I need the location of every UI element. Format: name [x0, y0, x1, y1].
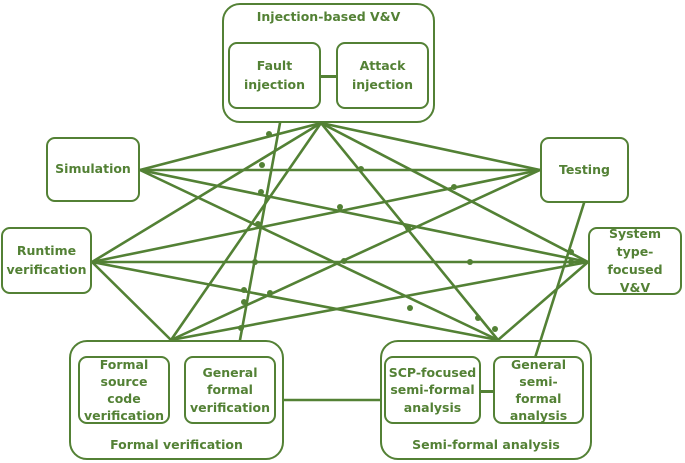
junction-dot	[467, 259, 473, 265]
junction-dot	[266, 131, 272, 137]
junction-dot	[259, 162, 265, 168]
junction-dot	[252, 259, 258, 265]
edge	[169, 260, 590, 342]
junction-dot	[358, 166, 364, 172]
junction-dot	[337, 204, 343, 210]
injection-based-vv-group	[222, 3, 435, 123]
formal-source-code-verification-node[interactable]: Formal source code verification	[78, 356, 170, 424]
edge	[90, 260, 500, 342]
edge	[90, 168, 542, 264]
fault-injection-node[interactable]: Fault injection	[228, 42, 321, 109]
junction-dot	[241, 299, 247, 305]
system-type-focused-vv-node[interactable]: System type- focused V&V	[588, 226, 682, 295]
general-formal-verification-node[interactable]: General formal verification	[184, 356, 276, 424]
scp-focused-semi-formal-analysis-node[interactable]: SCP-focused semi-formal analysis	[384, 356, 481, 424]
junction-dot	[405, 225, 411, 231]
edge	[496, 260, 590, 342]
simulation-node[interactable]: Simulation	[46, 137, 140, 202]
edge	[533, 201, 586, 360]
injection-inner-connector	[320, 75, 336, 78]
junction-dot	[475, 315, 481, 321]
semiformal-inner-connector	[481, 390, 493, 393]
edge	[138, 121, 323, 172]
edge	[138, 168, 590, 264]
testing-node[interactable]: Testing	[540, 137, 629, 203]
junction-dot	[341, 258, 347, 264]
junction-dot	[241, 287, 247, 293]
formal-verification-group	[69, 340, 284, 460]
runtime-verification-node[interactable]: Runtime verification	[1, 227, 92, 294]
junction-dot	[492, 326, 498, 332]
semi-formal-analysis-group	[380, 340, 592, 460]
formal-verification-label: Formal verification	[110, 437, 243, 452]
junction-dot	[238, 325, 244, 331]
junction-dot	[255, 221, 261, 227]
edge	[90, 260, 173, 342]
edge	[90, 121, 323, 264]
edge	[169, 168, 542, 342]
junction-dot	[568, 259, 574, 265]
edge	[319, 121, 542, 172]
junction-dot	[568, 249, 574, 255]
junction-dot	[451, 184, 457, 190]
semi-formal-analysis-label: Semi-formal analysis	[412, 437, 560, 452]
edge	[138, 168, 500, 342]
junction-dot	[407, 305, 413, 311]
edge	[319, 121, 590, 264]
junction-dot	[267, 290, 273, 296]
attack-injection-node[interactable]: Attack injection	[336, 42, 429, 109]
general-semi-formal-analysis-node[interactable]: General semi-formal analysis	[493, 356, 584, 424]
junction-dot	[258, 189, 264, 195]
injection-based-vv-label: Injection-based V&V	[256, 9, 401, 24]
